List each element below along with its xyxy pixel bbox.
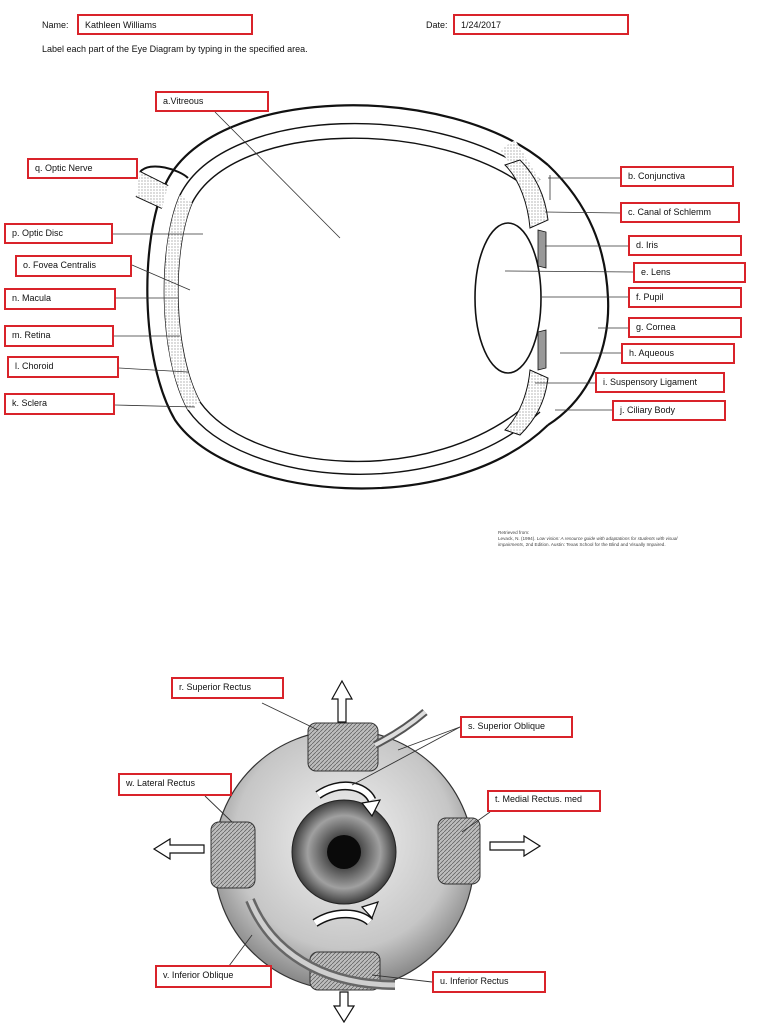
label-i-suspensory-ligament[interactable]: i. Suspensory Ligament <box>595 372 725 393</box>
label-t-medial-rectus[interactable]: t. Medial Rectus. med <box>487 790 601 812</box>
label-h-aqueous[interactable]: h. Aqueous <box>621 343 735 364</box>
label-q-optic-nerve[interactable]: q. Optic Nerve <box>27 158 138 179</box>
label-c-canal-of-schlemm[interactable]: c. Canal of Schlemm <box>620 202 740 223</box>
name-field[interactable]: Kathleen Williams <box>77 14 253 35</box>
date-label: Date: <box>426 20 448 30</box>
label-k-sclera[interactable]: k. Sclera <box>4 393 115 415</box>
citation-rest: , 2nd Edition. Austin: Texas School for … <box>523 542 666 547</box>
label-o-fovea-centralis[interactable]: o. Fovea Centralis <box>15 255 132 277</box>
label-m-retina[interactable]: m. Retina <box>4 325 114 347</box>
label-l-choroid[interactable]: l. Choroid <box>7 356 119 378</box>
label-b-conjunctiva[interactable]: b. Conjunctiva <box>620 166 734 187</box>
citation-retrieved: Retrieved from: <box>498 530 530 535</box>
instructions: Label each part of the Eye Diagram by ty… <box>42 44 308 54</box>
name-label: Name: <box>42 20 69 30</box>
citation: Retrieved from: Levack, N. (1994). Low v… <box>498 530 703 548</box>
label-f-pupil[interactable]: f. Pupil <box>628 287 742 308</box>
label-a-vitreous[interactable]: a.Vitreous <box>155 91 269 112</box>
label-p-optic-disc[interactable]: p. Optic Disc <box>4 223 113 244</box>
label-u-inferior-rectus[interactable]: u. Inferior Rectus <box>432 971 546 993</box>
label-r-superior-rectus[interactable]: r. Superior Rectus <box>171 677 284 699</box>
citation-title: Low vision: A resource guide with adapta… <box>498 536 678 547</box>
label-e-lens[interactable]: e. Lens <box>633 262 746 283</box>
label-v-inferior-oblique[interactable]: v. Inferior Oblique <box>155 965 272 988</box>
date-field[interactable]: 1/24/2017 <box>453 14 629 35</box>
citation-author: Levack, N. (1994). <box>498 536 537 541</box>
label-w-lateral-rectus[interactable]: w. Lateral Rectus <box>118 773 232 796</box>
label-s-superior-oblique[interactable]: s. Superior Oblique <box>460 716 573 738</box>
label-g-cornea[interactable]: g. Cornea <box>628 317 742 338</box>
label-j-ciliary-body[interactable]: j. Ciliary Body <box>612 400 726 421</box>
label-n-macula[interactable]: n. Macula <box>4 288 116 310</box>
label-d-iris[interactable]: d. Iris <box>628 235 742 256</box>
